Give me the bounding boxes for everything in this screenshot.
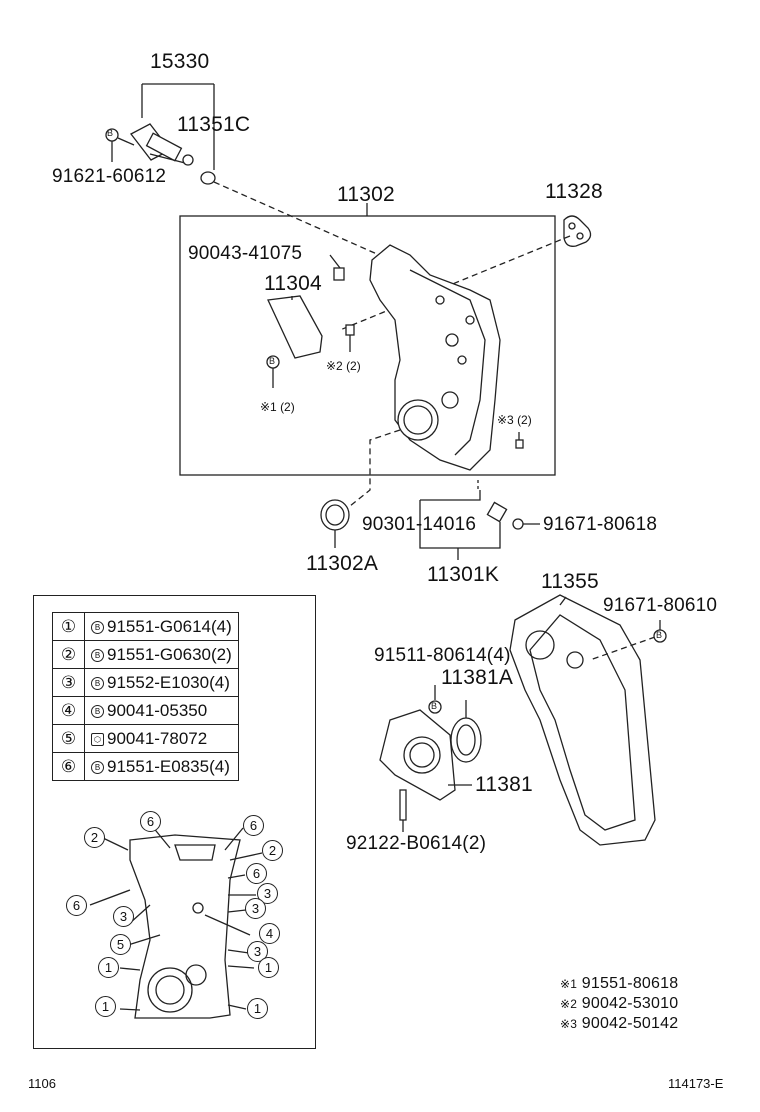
leader-dash — [213, 181, 396, 263]
label-11381: 11381 — [475, 773, 533, 796]
legend-num: ④ — [52, 696, 85, 725]
note-2: ※2 (2) — [326, 359, 361, 373]
seal-11381A — [450, 717, 482, 763]
callout-2: 2 — [84, 827, 105, 848]
callout-3: 3 — [247, 941, 268, 962]
legend-num: ③ — [52, 668, 85, 697]
seal-11302A — [320, 499, 350, 531]
callout-2: 2 — [262, 840, 283, 861]
label-11302A: 11302A — [306, 552, 379, 575]
note-1: ※1 (2) — [260, 400, 295, 414]
callout-1: 1 — [258, 957, 279, 978]
legend-num: ① — [52, 612, 85, 641]
b-marker: B — [269, 356, 276, 366]
callout-3: 3 — [245, 898, 266, 919]
bolt-icon: B — [91, 620, 104, 634]
callout-1: 1 — [98, 957, 119, 978]
label-11381A: 11381A — [441, 666, 514, 689]
b-marker: B — [431, 701, 438, 711]
legend-num: ⑥ — [52, 752, 85, 781]
footnote-1: ※1 91551-80618 — [560, 975, 679, 992]
footnote-2: ※2 90042-53010 — [560, 995, 679, 1012]
callout-6: 6 — [140, 811, 161, 832]
callout-6: 6 — [66, 895, 87, 916]
label-11355: 11355 — [541, 570, 599, 593]
label-91621-60612: 91621-60612 — [52, 166, 167, 187]
label-92122-B0614: 92122-B0614(2) — [346, 833, 487, 854]
label-11302: 11302 — [337, 183, 395, 206]
callout-1: 1 — [95, 996, 116, 1017]
label-11304: 11304 — [264, 272, 322, 295]
b-marker: B — [656, 630, 663, 640]
bracket-15330 — [141, 83, 215, 170]
callout-1: 1 — [247, 998, 268, 1019]
b-marker: B — [107, 128, 114, 138]
bottom-left-code: 1106 — [28, 1076, 56, 1091]
label-11301K: 11301K — [427, 563, 500, 586]
legend-row: ⑤ ⬡90041-78072 — [52, 724, 239, 753]
legend-panel — [33, 595, 316, 1049]
label-90043-41075: 90043-41075 — [188, 243, 303, 264]
footnote-3: ※3 90042-50142 — [560, 1015, 679, 1032]
callout-6: 6 — [243, 815, 264, 836]
label-91671-80610: 91671-80610 — [603, 595, 718, 616]
bolt-icon: B — [91, 648, 104, 662]
callout-4: 4 — [259, 923, 280, 944]
oil-control-valve — [105, 123, 194, 166]
callout-3: 3 — [257, 883, 278, 904]
label-11328: 11328 — [545, 180, 603, 203]
callout-5: 5 — [110, 934, 131, 955]
gasket-11328 — [563, 215, 592, 247]
plug-90043 — [329, 254, 345, 281]
callout-6: 6 — [246, 863, 267, 884]
plate-11304 — [267, 295, 323, 359]
label-15330: 15330 — [150, 50, 210, 73]
diagram-id: 114173-E — [668, 1076, 724, 1091]
label-91511-80614: 91511-80614(4) — [374, 645, 511, 666]
callout-3: 3 — [113, 906, 134, 927]
bolt-icon: B — [91, 760, 104, 774]
nut-icon: ⬡ — [91, 732, 104, 746]
retainer-11381 — [379, 709, 456, 801]
note-3: ※3 (2) — [497, 413, 532, 427]
legend-num: ② — [52, 640, 85, 669]
legend-num: ⑤ — [52, 724, 85, 753]
timing-cover-11302 — [369, 244, 501, 471]
bolt-icon: B — [91, 704, 104, 718]
label-11351C: 11351C — [177, 113, 251, 136]
engine-front-mini — [129, 834, 241, 1019]
plate-11355 — [509, 594, 656, 846]
bolt-icon: B — [91, 676, 104, 690]
legend-part: ⬡90041-78072 — [84, 724, 239, 753]
sensor-91671 — [486, 501, 524, 530]
label-90301-14016: 90301-14016 — [362, 514, 477, 535]
label-91671-80618: 91671-80618 — [543, 514, 658, 535]
o-ring-11351C — [200, 171, 216, 185]
